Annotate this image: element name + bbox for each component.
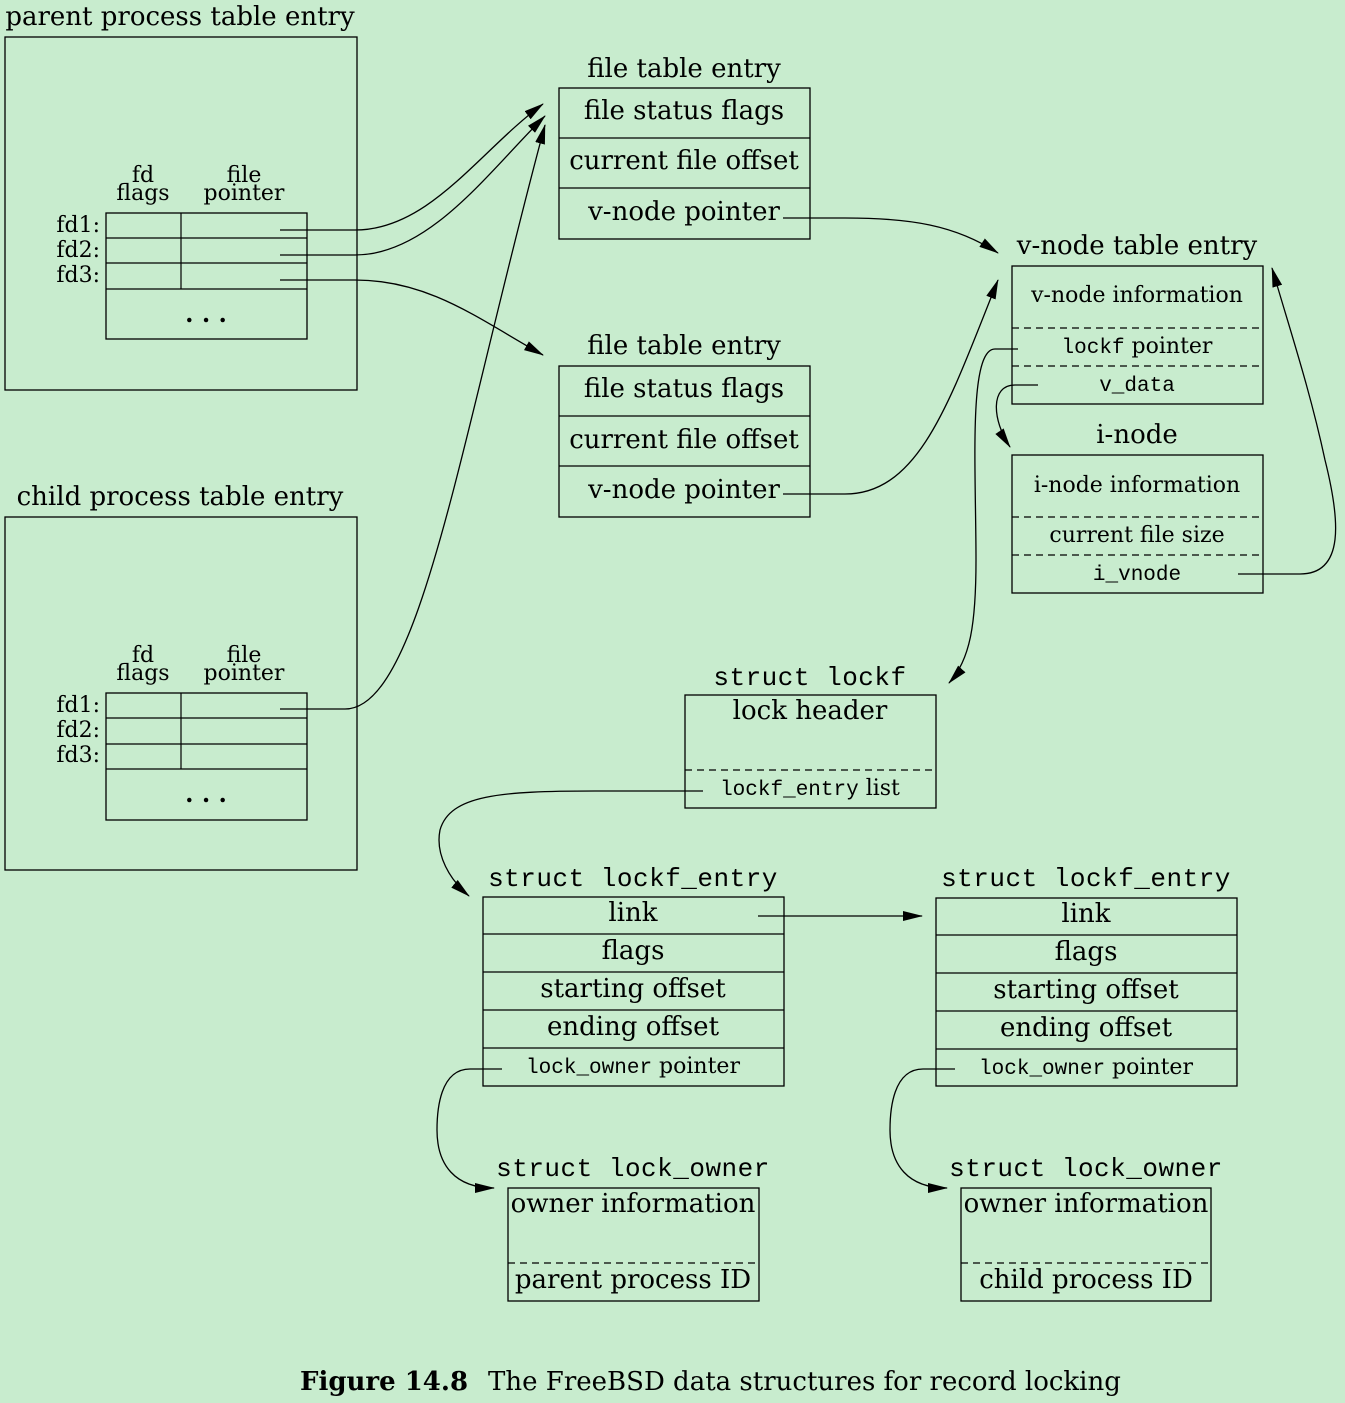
lockf-entry-1-flags: flags <box>602 936 665 966</box>
parent-fd1-label: fd1: <box>56 213 100 238</box>
parent-fd2-label: fd2: <box>56 238 100 263</box>
lock-owner-2: struct lock_owner owner information chil… <box>949 1154 1223 1302</box>
file-table-2-box <box>558 365 811 518</box>
lockf-entry-list: lockf_entry list <box>720 776 900 802</box>
lock-owner-2-box <box>960 1187 1212 1302</box>
arrow-parent-fd3-to-file-table-2 <box>280 279 544 356</box>
child-col-flags: flags <box>116 661 169 686</box>
lockf-entry-1-owner-pointer: lock_owner pointer <box>526 1054 740 1080</box>
lockf-entry-2: struct lockf_entry link flags starting o… <box>935 864 1238 1087</box>
lock-owner-1-box <box>507 1187 760 1302</box>
vnode-box <box>1011 265 1264 405</box>
parent-fd-table <box>105 212 308 340</box>
child-fd1-label: fd1: <box>56 693 100 718</box>
child-ellipsis: . . . <box>185 779 227 808</box>
parent-ellipsis: . . . <box>185 299 227 328</box>
child-frame <box>4 516 358 871</box>
lockf-entry-1-link: link <box>608 898 657 928</box>
caption-label: Figure 14.8 <box>300 1367 468 1397</box>
lockf-entry-2-owner-pointer: lock_owner pointer <box>979 1055 1193 1081</box>
vnode-information: v-node information <box>1030 283 1243 308</box>
lockf-entry-1-end: ending offset <box>547 1012 720 1042</box>
parent-process-table: parent process table entry fd flags file… <box>4 2 358 391</box>
lockf-entry-2-flags: flags <box>1055 937 1118 967</box>
lockf-entry-2-title: struct lockf_entry <box>941 864 1231 894</box>
lockf-entry-2-end: ending offset <box>1000 1013 1173 1043</box>
lockf-entry-2-start: starting offset <box>993 975 1179 1005</box>
inode-box <box>1011 454 1264 594</box>
file-table-1-vnode-pointer: v-node pointer <box>587 197 780 227</box>
arrow-child-fd1-to-file-table-1 <box>280 124 546 710</box>
vnode-title: v-node table entry <box>1016 231 1258 261</box>
lock-owner-2-title: struct lock_owner <box>949 1154 1223 1184</box>
lockf-entry-1-box <box>482 896 785 1087</box>
lockf-entry-1: struct lockf_entry link flags starting o… <box>482 864 785 1087</box>
arrow-file-table-2-to-vnode <box>783 279 999 495</box>
inode-title: i-node <box>1096 420 1178 450</box>
child-col-file: file <box>227 643 262 668</box>
inode-file-size: current file size <box>1049 523 1224 548</box>
arrow-lockf-pointer-to-struct-lockf <box>948 348 1018 684</box>
arrow-owner-pointer-2-to-lock-owner-2 <box>889 1068 955 1193</box>
arrow-owner-pointer-1-to-lock-owner-1 <box>436 1068 502 1193</box>
caption-body: The FreeBSD data structures for record l… <box>488 1367 1121 1397</box>
child-process-table: child process table entry fd flags file … <box>4 482 358 871</box>
parent-frame <box>4 36 358 391</box>
file-table-1-status-flags: file status flags <box>584 96 784 126</box>
arrow-parent-fd1-to-file-table-1 <box>280 103 544 231</box>
arrow-ivnode-to-vnode <box>1238 267 1337 575</box>
lock-owner-2-info: owner information <box>964 1189 1209 1219</box>
child-fd3-label: fd3: <box>56 743 100 768</box>
lock-owner-2-pid: child process ID <box>979 1265 1193 1295</box>
file-table-entry-1: file table entry file status flags curre… <box>558 54 811 240</box>
file-table-2-title: file table entry <box>587 331 781 361</box>
child-fd2-label: fd2: <box>56 718 100 743</box>
inode-information: i-node information <box>1034 473 1240 498</box>
lock-owner-1-info: owner information <box>511 1189 756 1219</box>
lockf-entry-2-link: link <box>1061 899 1110 929</box>
lockf-entry-1-start: starting offset <box>540 974 726 1004</box>
parent-col-file: file <box>227 163 262 188</box>
parent-title: parent process table entry <box>5 2 355 32</box>
child-title: child process table entry <box>17 482 344 512</box>
struct-lockf: struct lockf lock header lockf_entry lis… <box>684 663 937 809</box>
vnode-lockf-pointer: lockf pointer <box>1062 334 1213 360</box>
lockf-title: struct lockf <box>713 663 906 693</box>
file-table-2-vnode-pointer: v-node pointer <box>587 475 780 505</box>
arrow-lockf-list-to-entry-1 <box>438 790 703 897</box>
inode-i-vnode: i_vnode <box>1093 564 1181 587</box>
vnode-table-entry: v-node table entry v-node information lo… <box>1011 231 1264 405</box>
inode-entry: i-node i-node information current file s… <box>1011 420 1264 594</box>
child-fd-table <box>105 692 308 821</box>
lockf-entry-2-box <box>935 897 1238 1087</box>
caption-text: Figure 14.8 The FreeBSD data structures f… <box>300 1367 1121 1397</box>
arrow-parent-fd2-to-file-table-1 <box>280 115 546 256</box>
child-col-fd: fd <box>132 643 154 668</box>
vnode-v-data: v_data <box>1099 375 1175 398</box>
figure-caption: Figure 14.8 The FreeBSD data structures f… <box>300 1367 1121 1397</box>
lockf-header: lock header <box>733 696 888 726</box>
file-table-1-title: file table entry <box>587 54 781 84</box>
file-table-1-offset: current file offset <box>569 146 799 176</box>
file-table-entry-2: file table entry file status flags curre… <box>558 331 811 518</box>
parent-fd3-label: fd3: <box>56 263 100 288</box>
lockf-box <box>684 694 937 809</box>
lock-owner-1: struct lock_owner owner information pare… <box>496 1154 770 1302</box>
lock-owner-1-pid: parent process ID <box>515 1265 751 1295</box>
arrow-vdata-to-inode <box>995 384 1038 448</box>
child-col-pointer: pointer <box>204 661 285 686</box>
arrow-file-table-1-to-vnode <box>783 217 999 254</box>
lockf-entry-1-title: struct lockf_entry <box>488 864 778 894</box>
file-table-2-offset: current file offset <box>569 425 799 455</box>
file-table-1-box <box>558 87 811 240</box>
parent-col-fd: fd <box>132 163 154 188</box>
pointer-arrows <box>280 103 1337 1193</box>
file-table-2-status-flags: file status flags <box>584 374 784 404</box>
lock-owner-1-title: struct lock_owner <box>496 1154 770 1184</box>
parent-col-pointer: pointer <box>204 181 285 206</box>
parent-col-flags: flags <box>116 181 169 206</box>
